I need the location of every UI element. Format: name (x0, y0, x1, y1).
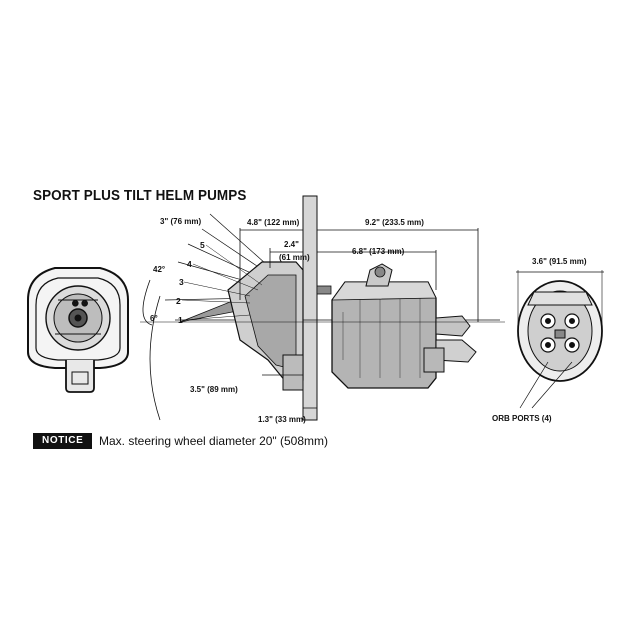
dim-body-diameter: 3.6" (91.5 mm) (532, 257, 587, 266)
side-view (140, 195, 505, 421)
dim-wheel-offset: 3" (76 mm) (160, 217, 201, 226)
dim-tilt-angle: 42° (153, 265, 165, 274)
dim-bezel-depth-mm: (61 mm) (279, 253, 310, 262)
front-view: ⊗ ⊗ (27, 267, 129, 393)
orb-ports-label: ORB PORTS (4) (492, 414, 552, 423)
dim-bezel-depth-in: 2.4" (284, 240, 299, 249)
dim-pump-depth: 6.8" (173 mm) (352, 247, 405, 256)
dim-front-depth: 4.8" (122 mm) (247, 218, 300, 227)
tilt-position-4: 4 (187, 259, 192, 269)
dim-dash-thickness: 1.3" (33 mm) (258, 415, 306, 424)
svg-text:⊗ ⊗: ⊗ ⊗ (72, 298, 89, 308)
notice-text: Max. steering wheel diameter 20" (508mm) (99, 434, 329, 448)
tilt-position-1: 1 (178, 315, 183, 325)
notice-badge: NOTICE (33, 433, 93, 449)
tilt-position-3: 3 (179, 277, 184, 287)
dim-rear-depth: 9.2" (233.5 mm) (365, 218, 424, 227)
page-title: SPORT PLUS TILT HELM PUMPS (33, 188, 247, 204)
dim-base-angle: 6° (150, 314, 158, 323)
dashboard-panel (302, 195, 318, 421)
tilt-position-2: 2 (176, 296, 181, 306)
rear-view (516, 270, 604, 409)
tilt-position-5: 5 (200, 240, 205, 250)
dim-flange-height: 3.5" (89 mm) (190, 385, 238, 394)
